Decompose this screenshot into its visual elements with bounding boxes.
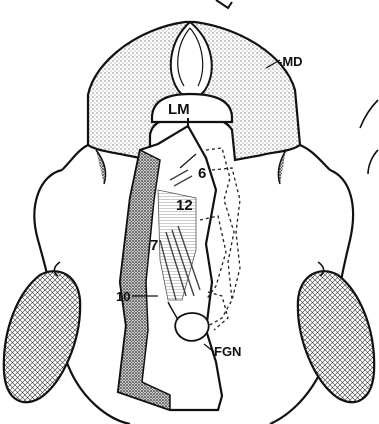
left-compound-eye — [4, 271, 80, 402]
label-6: 6 — [198, 165, 206, 182]
frontal-ganglion — [175, 313, 209, 341]
label-md: -MD — [278, 54, 303, 69]
label-lm: LM — [168, 101, 190, 118]
label-7: 7 — [150, 237, 158, 254]
right-fragment — [360, 100, 378, 174]
label-12: 12 — [176, 197, 193, 214]
right-compound-eye — [298, 271, 374, 402]
label-10: 10 — [116, 289, 130, 304]
label-fgn: FGN — [214, 344, 241, 359]
top-fragment — [216, 0, 232, 8]
labrum — [152, 94, 232, 122]
